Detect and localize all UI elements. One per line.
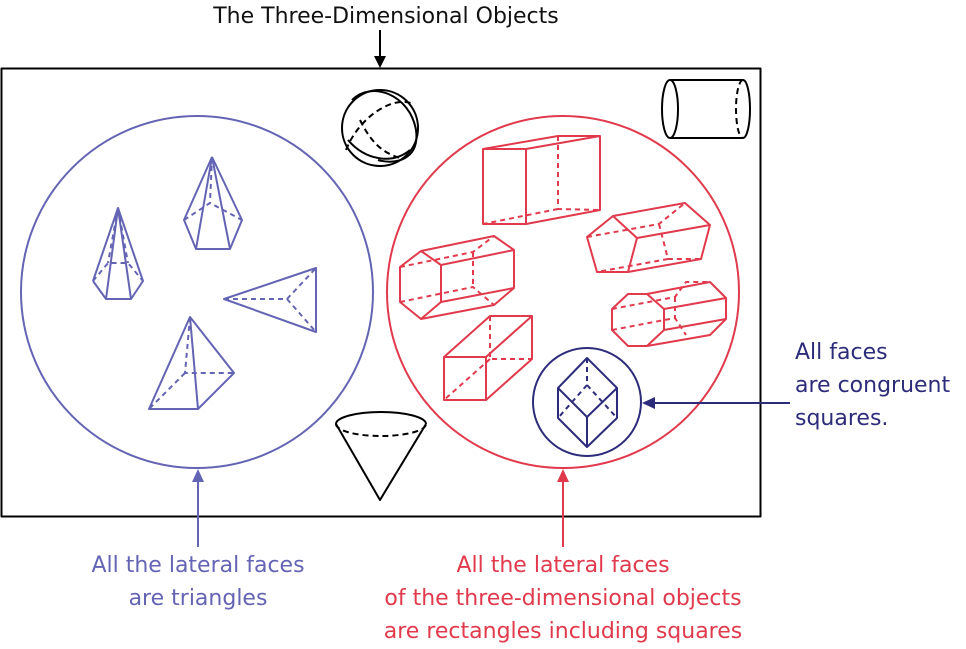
cube-circle <box>532 347 642 457</box>
pentagonal-prism-shape <box>586 202 711 273</box>
triangular-pyramid-shape <box>223 267 317 333</box>
diagram-title: The Three-Dimensional Objects <box>213 4 559 29</box>
pyramids-group <box>20 115 374 469</box>
pyramids-circle <box>20 115 374 469</box>
prisms-label-line: All the lateral faces <box>456 553 670 578</box>
cube-group <box>532 347 642 457</box>
cube-shape <box>557 357 618 448</box>
cube-label: All faces are congruent squares. <box>795 336 950 435</box>
cube-arrow <box>642 397 790 409</box>
square-prism-shape <box>443 315 533 401</box>
pyramids-label-line: All the lateral faces <box>91 553 305 578</box>
prisms-arrow <box>557 469 569 547</box>
octagonal-prism-shape <box>611 281 727 347</box>
pyramids-arrow <box>192 469 204 547</box>
square-pyramid-shape <box>148 316 235 410</box>
cube-label-line: All faces <box>795 340 888 365</box>
prisms-circle <box>386 115 740 469</box>
title-arrow <box>374 30 386 68</box>
cone-shape <box>335 411 427 501</box>
pyramids-label: All the lateral faces are triangles <box>91 549 304 615</box>
objects-frame <box>0 67 762 518</box>
cube-label-line: are congruent <box>795 373 951 398</box>
hexagonal-pyramid-shape <box>92 207 144 300</box>
prisms-label-line: of the three-dimensional objects <box>384 586 742 611</box>
sphere-shape <box>341 89 419 167</box>
hexagonal-prism-shape <box>399 235 515 320</box>
cylinder-shape <box>661 79 751 139</box>
prisms-label: All the lateral faces of the three-dimen… <box>384 549 742 648</box>
pyramids-label-line: are triangles <box>128 586 268 611</box>
pentagonal-pyramid-shape <box>183 156 243 250</box>
prisms-label-line: are rectangles including squares <box>383 619 743 644</box>
prisms-group <box>386 115 740 469</box>
cube-label-line: squares. <box>795 406 889 431</box>
rectangular-prism-shape <box>482 135 601 225</box>
